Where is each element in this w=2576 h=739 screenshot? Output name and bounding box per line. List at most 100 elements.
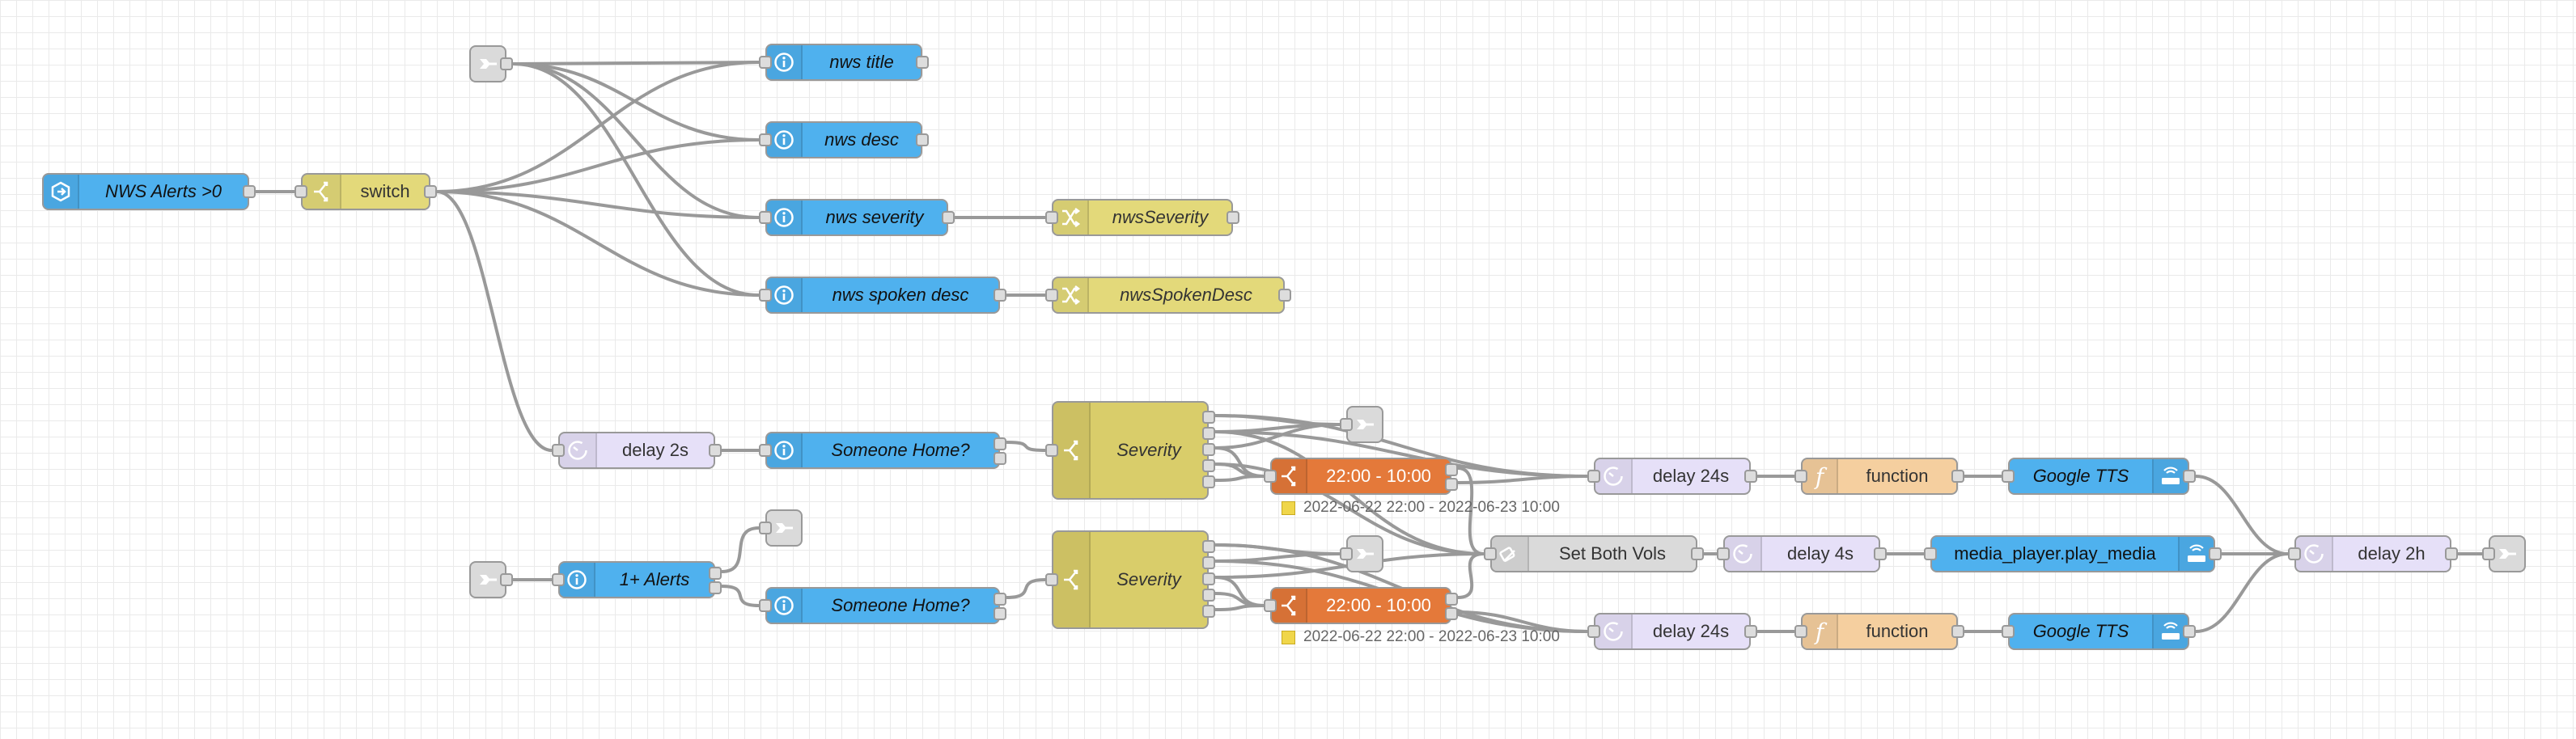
node-nws-severity-change[interactable]: nwsSeverity bbox=[1045, 199, 1239, 236]
node-time-switch-2[interactable]: 22:00 - 10:00 bbox=[1264, 587, 1458, 624]
input-port[interactable] bbox=[759, 133, 772, 146]
node-nws-spoken-change[interactable]: nwsSpokenDesc bbox=[1045, 277, 1291, 314]
node-link-in[interactable] bbox=[469, 561, 513, 598]
node-nws-severity[interactable]: nws severity bbox=[759, 199, 955, 236]
output-port[interactable] bbox=[1951, 625, 1964, 638]
output-port[interactable] bbox=[1202, 540, 1215, 553]
input-port[interactable] bbox=[2002, 470, 2015, 483]
input-port[interactable] bbox=[552, 444, 565, 457]
output-port[interactable] bbox=[1445, 593, 1458, 606]
output-port[interactable] bbox=[1202, 443, 1215, 456]
input-port[interactable] bbox=[1045, 573, 1058, 586]
input-port[interactable] bbox=[759, 444, 772, 457]
output-port[interactable] bbox=[1202, 572, 1215, 585]
input-port[interactable] bbox=[759, 211, 772, 224]
input-port[interactable] bbox=[1794, 470, 1807, 483]
output-port[interactable] bbox=[916, 133, 929, 146]
node-link-out-sev2[interactable] bbox=[1340, 535, 1383, 572]
node-link-out-alerts[interactable] bbox=[759, 509, 803, 547]
wire[interactable] bbox=[512, 62, 760, 219]
node-google-tts-1[interactable]: Google TTS bbox=[2002, 458, 2196, 495]
output-port[interactable] bbox=[916, 56, 929, 69]
wire[interactable] bbox=[436, 190, 760, 297]
output-port[interactable] bbox=[709, 581, 722, 594]
output-port[interactable] bbox=[1227, 211, 1239, 224]
input-port[interactable] bbox=[1587, 470, 1600, 483]
wire[interactable] bbox=[512, 62, 760, 141]
output-port[interactable] bbox=[1202, 411, 1215, 424]
output-port[interactable] bbox=[2183, 625, 2196, 638]
output-port[interactable] bbox=[1951, 470, 1964, 483]
node-delay-2h[interactable]: delay 2h bbox=[2288, 535, 2458, 572]
node-nws-alerts[interactable]: NWS Alerts >0 bbox=[42, 173, 256, 210]
output-port[interactable] bbox=[1202, 459, 1215, 472]
wire[interactable] bbox=[1214, 475, 1265, 482]
output-port[interactable] bbox=[1278, 289, 1291, 302]
node-nws-spoken-desc[interactable]: nws spoken desc bbox=[759, 277, 1006, 314]
node-delay-24s-2[interactable]: delay 24s bbox=[1587, 613, 1757, 650]
wire[interactable] bbox=[1457, 475, 1588, 484]
output-port[interactable] bbox=[2445, 547, 2458, 560]
input-port[interactable] bbox=[1264, 470, 1277, 483]
output-port[interactable] bbox=[1874, 547, 1887, 560]
output-port[interactable] bbox=[1744, 470, 1757, 483]
input-port[interactable] bbox=[759, 289, 772, 302]
output-port[interactable] bbox=[994, 289, 1006, 302]
input-port[interactable] bbox=[552, 573, 565, 586]
output-port[interactable] bbox=[2209, 547, 2222, 560]
wire[interactable] bbox=[512, 62, 760, 297]
input-port[interactable] bbox=[2288, 547, 2301, 560]
wire[interactable] bbox=[1457, 610, 1588, 633]
output-port[interactable] bbox=[2183, 470, 2196, 483]
input-port[interactable] bbox=[1924, 547, 1937, 560]
wire[interactable] bbox=[436, 190, 760, 219]
node-nws-desc[interactable]: nws desc bbox=[759, 121, 929, 158]
input-port[interactable] bbox=[1794, 625, 1807, 638]
output-port[interactable] bbox=[424, 185, 437, 198]
input-port[interactable] bbox=[1340, 418, 1353, 431]
input-port[interactable] bbox=[1045, 289, 1058, 302]
output-port[interactable] bbox=[994, 593, 1006, 606]
node-google-tts-2[interactable]: Google TTS bbox=[2002, 613, 2196, 650]
input-port[interactable] bbox=[1045, 444, 1058, 457]
wire[interactable] bbox=[1214, 604, 1265, 611]
node-nws-title[interactable]: nws title bbox=[759, 44, 929, 81]
output-port[interactable] bbox=[1744, 625, 1757, 638]
wire[interactable] bbox=[1006, 441, 1046, 452]
output-port[interactable] bbox=[994, 607, 1006, 620]
output-port[interactable] bbox=[709, 444, 722, 457]
node-link-out-sev1[interactable] bbox=[1340, 406, 1383, 443]
node-severity-2[interactable]: Severity bbox=[1045, 530, 1215, 629]
wire[interactable] bbox=[2195, 475, 2289, 555]
wire[interactable] bbox=[512, 61, 760, 65]
output-port[interactable] bbox=[1202, 475, 1215, 488]
node-alerts-1plus[interactable]: 1+ Alerts bbox=[552, 561, 722, 598]
input-port[interactable] bbox=[759, 599, 772, 612]
input-port[interactable] bbox=[1264, 599, 1277, 612]
wire[interactable] bbox=[1214, 462, 1485, 555]
input-port[interactable] bbox=[1340, 547, 1353, 560]
node-set-both-vols[interactable]: Set Both Vols bbox=[1484, 535, 1704, 572]
input-port[interactable] bbox=[2482, 547, 2495, 560]
input-port[interactable] bbox=[759, 56, 772, 69]
node-severity-1[interactable]: Severity bbox=[1045, 401, 1215, 500]
node-switch[interactable]: switch bbox=[294, 173, 437, 210]
wire[interactable] bbox=[1214, 592, 1265, 607]
output-port[interactable] bbox=[1202, 427, 1215, 440]
node-delay-24s-1[interactable]: delay 24s bbox=[1587, 458, 1757, 495]
input-port[interactable] bbox=[1587, 625, 1600, 638]
wire[interactable] bbox=[2195, 552, 2289, 633]
wire[interactable] bbox=[1457, 467, 1485, 555]
output-port[interactable] bbox=[500, 57, 513, 70]
wire[interactable] bbox=[1457, 552, 1485, 599]
wire[interactable] bbox=[436, 190, 553, 452]
output-port[interactable] bbox=[1445, 478, 1458, 491]
input-port[interactable] bbox=[1045, 211, 1058, 224]
output-port[interactable] bbox=[942, 211, 955, 224]
node-delay-2s[interactable]: delay 2s bbox=[552, 432, 722, 469]
output-port[interactable] bbox=[1445, 463, 1458, 476]
node-someone-home-1[interactable]: Someone Home? bbox=[759, 432, 1006, 469]
output-port[interactable] bbox=[1202, 589, 1215, 602]
output-port[interactable] bbox=[500, 573, 513, 586]
